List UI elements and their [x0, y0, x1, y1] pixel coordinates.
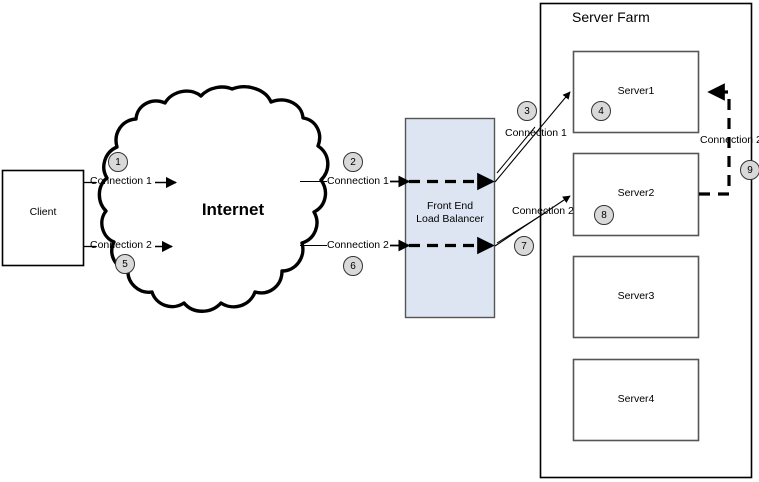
load-balancer-node-shape — [404, 117, 496, 319]
step-badge-3: 3 — [517, 101, 537, 121]
step-badge-8: 8 — [594, 205, 614, 225]
step-badge-5: 5 — [115, 254, 135, 274]
step-badge-7: 7 — [514, 236, 534, 256]
edge-label-client-internet-1: Connection 1 — [90, 175, 152, 187]
server2-node-shape — [572, 152, 700, 237]
server4-node-shape — [572, 358, 700, 442]
edge-label-internet-lb-1: Connection 1 — [327, 175, 389, 187]
step-badge-2: 2 — [343, 152, 363, 172]
edge-lb-server1-leader — [496, 126, 536, 174]
step-badge-9: 9 — [740, 160, 759, 180]
edge-label-client-internet-2: Connection 2 — [90, 239, 152, 251]
step-badge-6: 6 — [343, 256, 363, 276]
edge-lb-server1 — [494, 91, 571, 183]
edge-label-internet-lb-2: Connection 2 — [327, 239, 389, 251]
edge-label-lb-server1: Connection 1 — [505, 127, 567, 139]
step-badge-1: 1 — [108, 152, 128, 172]
client-node-shape — [1, 169, 85, 267]
server3-node-shape — [572, 255, 700, 339]
step-badge-4: 4 — [591, 101, 611, 121]
edge-server2-server1 — [699, 83, 731, 196]
server1-node-shape — [572, 50, 700, 134]
edge-label-lb-server2: Connection 2 — [512, 205, 574, 217]
server-farm-container-shape — [539, 2, 753, 479]
edge-lb-server2-leader — [496, 212, 546, 244]
internet-cloud-shape — [97, 85, 330, 313]
edge-label-server2-server1: Connection 2 — [700, 134, 759, 146]
